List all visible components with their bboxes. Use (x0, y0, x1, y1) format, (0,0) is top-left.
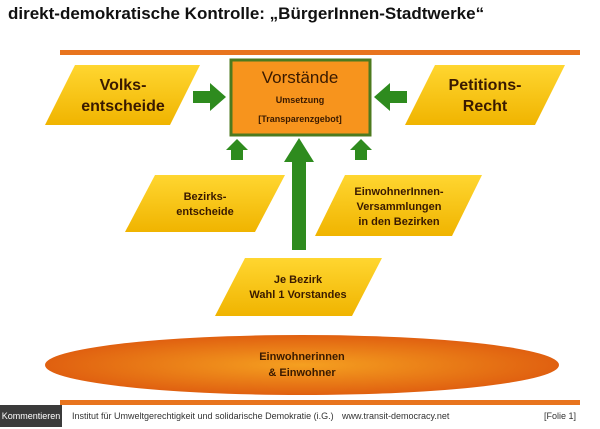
arrow-up-small-right-icon (350, 139, 372, 160)
arrow-right-icon (193, 83, 226, 111)
bezirksentscheide-node: Bezirks- entscheide (125, 175, 285, 232)
vorstaende-line2: [Transparenzgebot] (258, 114, 342, 124)
top-divider (60, 50, 580, 55)
slide-title: direkt-demokratische Kontrolle: „BürgerI… (8, 4, 485, 23)
footer-institute: Institut für Umweltgerechtigkeit und sol… (72, 411, 334, 421)
versammlungen-line1: EinwohnerInnen- (354, 186, 444, 198)
volksentscheide-line1: Volks- (100, 77, 147, 94)
versammlungen-line2: Versammlungen (357, 201, 442, 213)
petitionsrecht-line2: Recht (463, 98, 508, 115)
kommentieren-button[interactable]: Kommentieren (0, 405, 62, 427)
vorstaende-title: Vorstände (262, 68, 339, 87)
petitionsrecht-node: Petitions- Recht (405, 65, 565, 125)
einwohner-node: Einwohnerinnen & Einwohner (45, 335, 559, 395)
einwohner-line2: & Einwohner (268, 367, 336, 379)
arrow-left-icon (374, 83, 407, 111)
bottom-divider (60, 400, 580, 405)
vorstaende-line1: Umsetzung (276, 95, 325, 105)
je-bezirk-node: Je Bezirk Wahl 1 Vorstandes (215, 258, 382, 316)
vorstaende-box: Vorstände Umsetzung [Transparenzgebot] (229, 58, 372, 137)
petitionsrecht-line1: Petitions- (449, 77, 522, 94)
einwohner-line1: Einwohnerinnen (259, 351, 345, 363)
je-bezirk-line1: Je Bezirk (274, 274, 323, 286)
versammlungen-node: EinwohnerInnen- Versammlungen in den Bez… (315, 175, 482, 236)
bezirksentscheide-line2: entscheide (176, 206, 233, 218)
arrow-up-small-left-icon (226, 139, 248, 160)
footer-url[interactable]: www.transit-democracy.net (342, 411, 450, 421)
volksentscheide-node: Volks- entscheide (45, 65, 200, 125)
je-bezirk-line2: Wahl 1 Vorstandes (249, 289, 346, 301)
arrow-up-large-icon (284, 138, 314, 250)
versammlungen-line3: in den Bezirken (358, 216, 440, 228)
volksentscheide-line2: entscheide (81, 98, 165, 115)
bezirksentscheide-line1: Bezirks- (184, 191, 227, 203)
footer-slide-number: [Folie 1] (544, 411, 577, 421)
